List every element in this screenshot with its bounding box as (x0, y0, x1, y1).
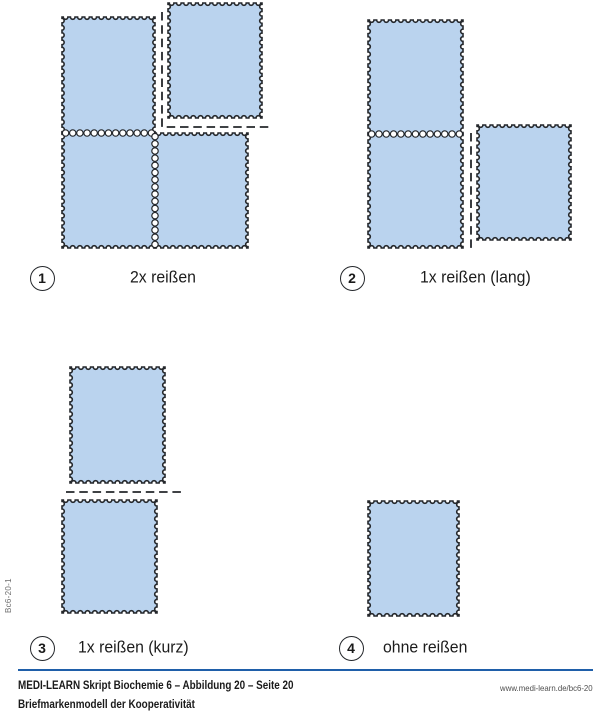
footer-divider (18, 669, 593, 671)
perforation-hole (151, 139, 159, 148)
panel-1-label: 2x reißen (130, 267, 196, 287)
perforation-hole (151, 219, 159, 227)
stamp-panel-2 (367, 133, 464, 249)
stamp-panel-3 (61, 499, 158, 614)
perforation-hole (411, 130, 420, 138)
perforation-hole (389, 130, 398, 138)
perforation-hole (111, 129, 120, 137)
perforation-hole (426, 130, 434, 138)
stamp-diagram (61, 2, 572, 617)
perforation-hole (119, 129, 127, 137)
perforation-hole (151, 197, 159, 206)
perforation-hole (151, 168, 159, 177)
perforation-hole (83, 129, 91, 137)
perforation-hole (367, 130, 376, 138)
perforation-hole (455, 130, 464, 138)
panel-4-number: 4 (347, 640, 355, 656)
perforation-hole (151, 161, 159, 170)
perforation-hole (404, 130, 412, 138)
figure-code-label: Bc6-20-1 (4, 578, 13, 613)
perforation-hole (151, 147, 159, 155)
perforation-hole (151, 183, 159, 191)
stamp-panel-2 (476, 124, 572, 241)
tear-line (161, 12, 272, 128)
panel-3-label: 1x reißen (kurz) (78, 637, 189, 657)
perforation-hole (76, 129, 84, 137)
perforation-hole (151, 175, 159, 184)
panel-4-badge: 4 (338, 635, 364, 661)
perforation-hole (375, 130, 383, 138)
footer-source: MEDI-LEARN Skript Biochemie 6 – Abbildun… (18, 680, 294, 692)
footer-caption: Briefmarkenmodell der Kooperativität (18, 699, 195, 711)
panel-1-badge: 1 (29, 265, 55, 291)
perforation-hole (448, 130, 456, 138)
perforation-hole (382, 130, 391, 138)
footer-url[interactable]: www.medi-learn.de/bc6-20 (500, 683, 593, 693)
perforation-hole (61, 129, 70, 137)
panel-2-label: 1x reißen (lang) (420, 267, 531, 287)
panel-1-number: 1 (38, 270, 46, 286)
perforation-hole (97, 129, 106, 137)
perforation-hole (90, 129, 98, 137)
perforation-hole (440, 130, 449, 138)
panel-3-badge: 3 (29, 635, 55, 661)
stamp-panel-1 (61, 16, 156, 134)
perforation-hole (397, 130, 405, 138)
panel-2-badge: 2 (339, 265, 365, 291)
perforation-hole (151, 226, 159, 234)
perforation-hole (151, 154, 159, 162)
perforation-hole (151, 204, 159, 213)
perforation-hole (126, 129, 134, 137)
stamp-panel-4 (367, 500, 460, 617)
stamp-panel-1 (154, 132, 249, 249)
perforation-hole (133, 129, 141, 137)
perforation-hole (151, 190, 159, 198)
perforation-hole (151, 211, 159, 220)
panel-4-label: ohne reißen (383, 637, 468, 657)
perforation-hole (140, 129, 149, 137)
perforation-hole (68, 129, 77, 137)
perforation-hole (433, 130, 442, 138)
stamp-panel-1 (167, 2, 263, 119)
stamp-panel-1 (61, 132, 156, 249)
panel-2-number: 2 (348, 270, 356, 286)
perforation-hole (151, 240, 159, 249)
perforation-hole (151, 132, 159, 141)
perforation-hole (151, 233, 159, 242)
panel-3-number: 3 (38, 640, 46, 656)
perforation-hole (104, 129, 113, 137)
stamp-panel-3 (69, 366, 166, 484)
perforation-hole (419, 130, 427, 138)
stamp-panel-2 (367, 19, 464, 135)
